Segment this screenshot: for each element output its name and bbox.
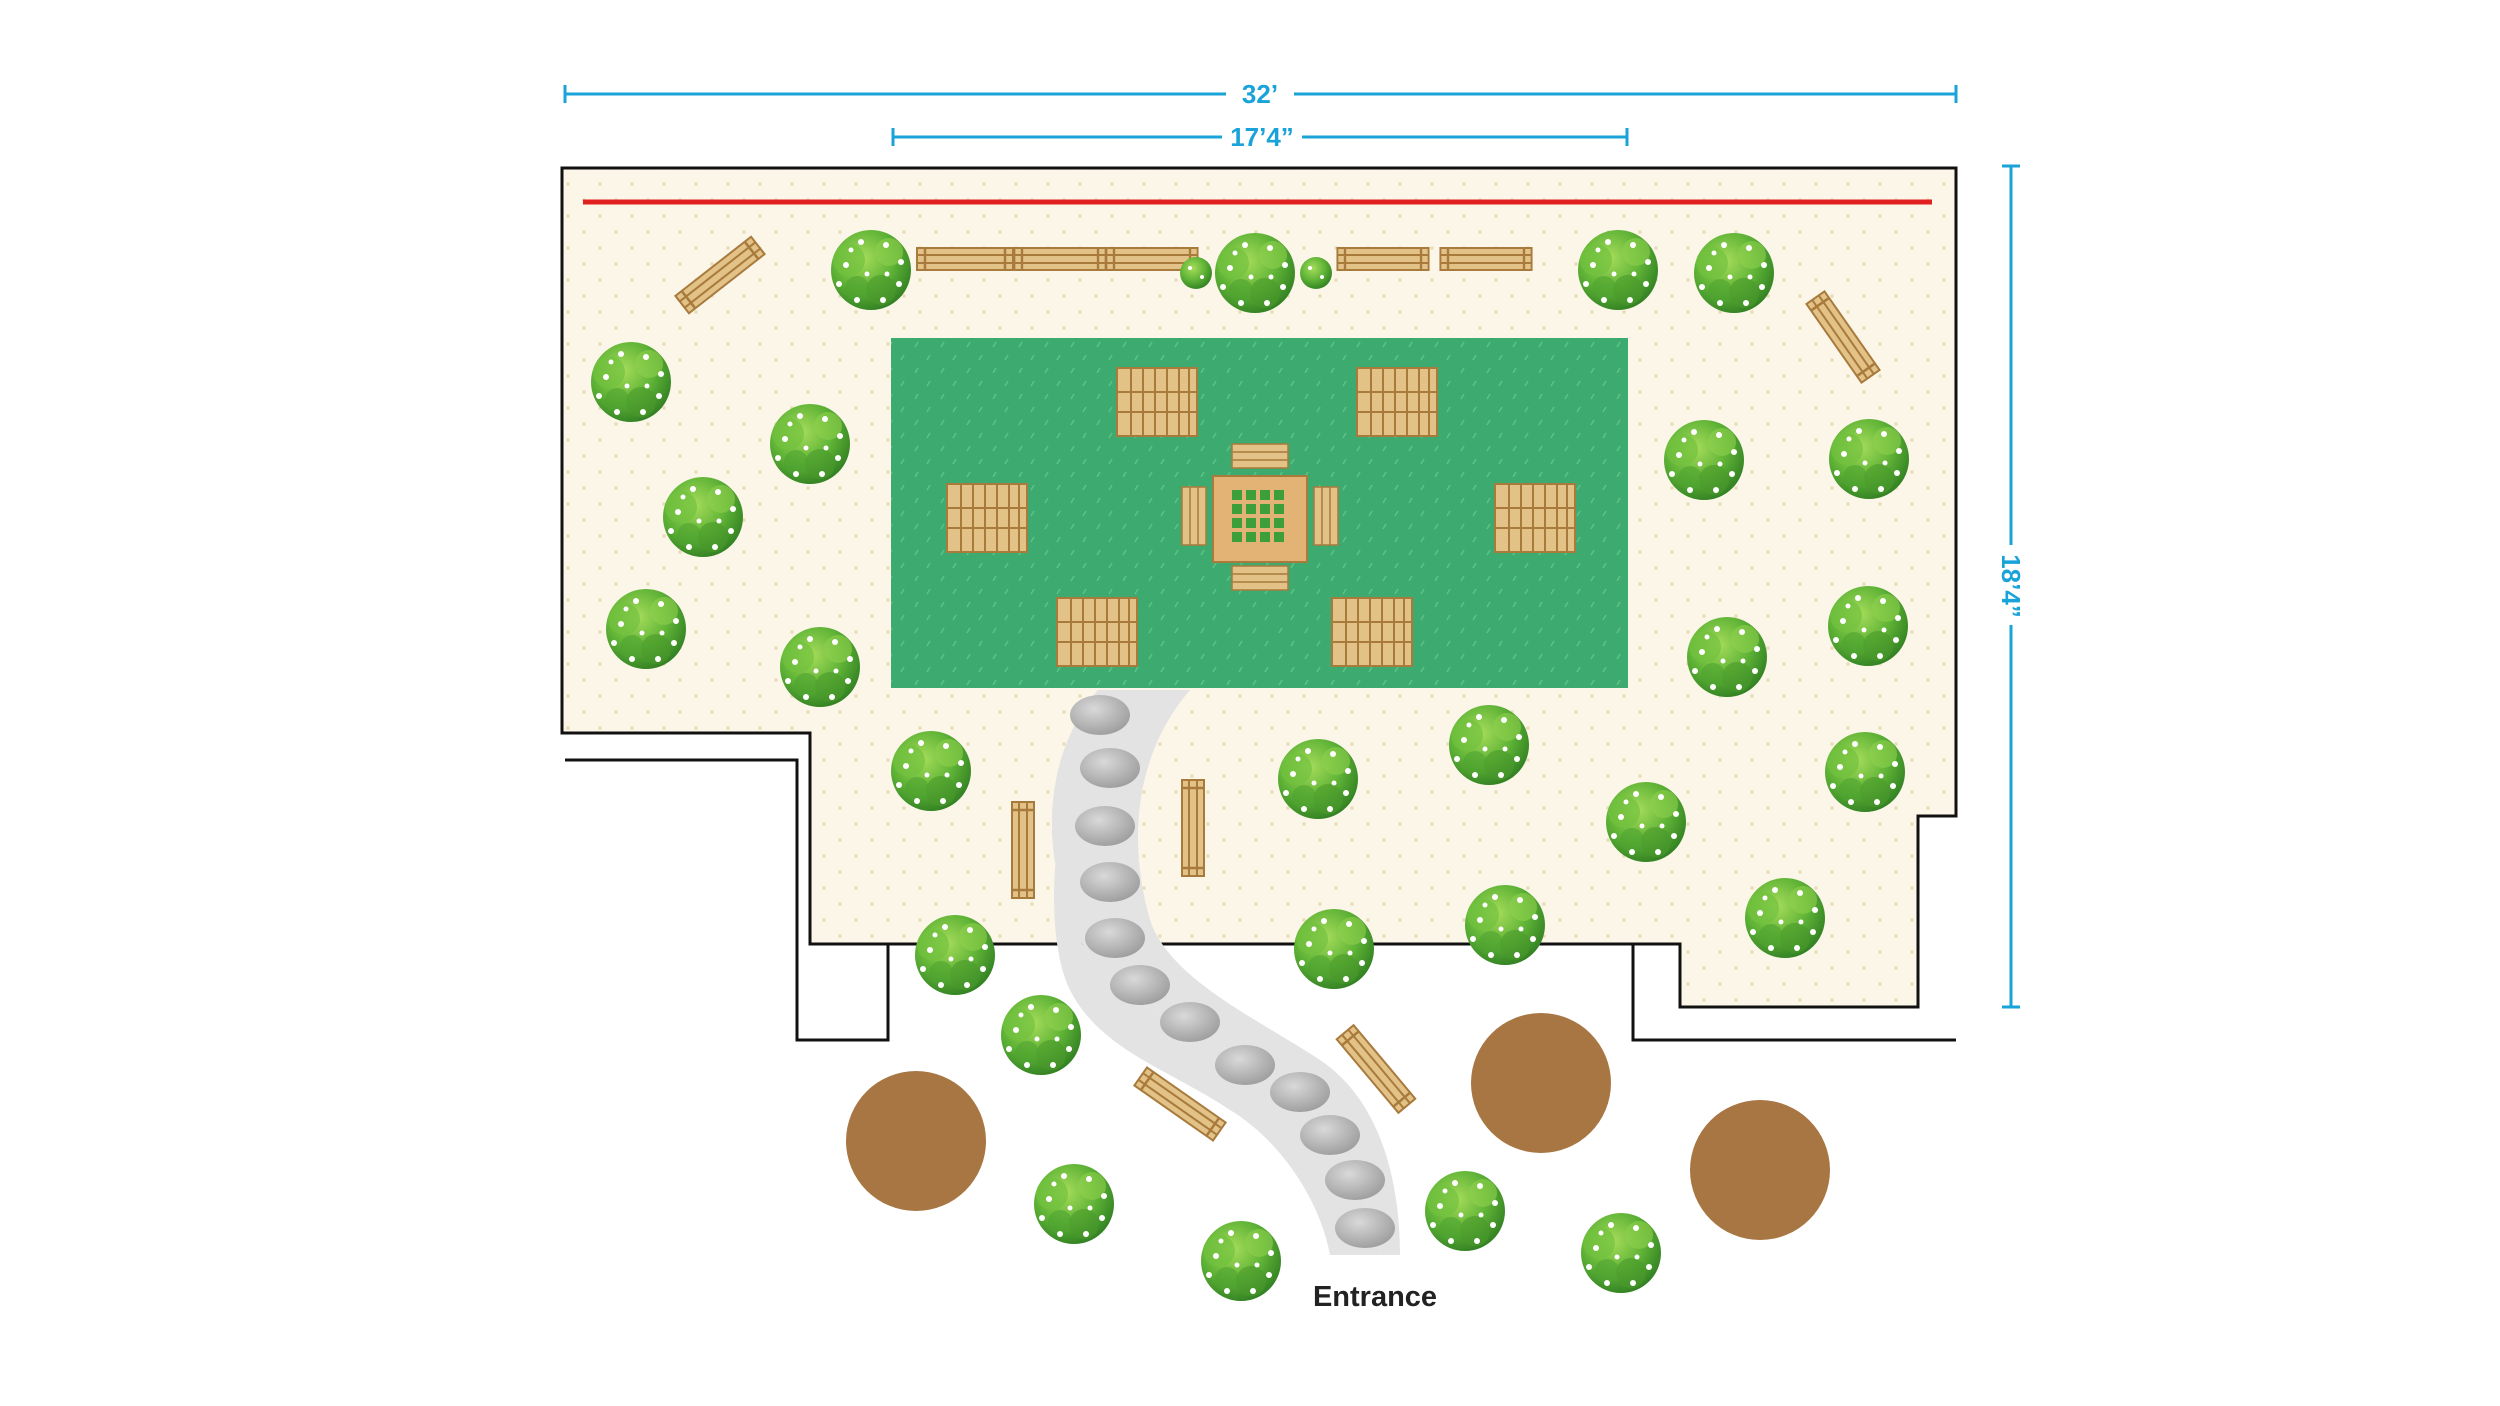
shrub-icon — [1034, 1164, 1114, 1244]
stepping-stone-icon — [1085, 918, 1145, 958]
shrub-icon — [831, 230, 911, 310]
stepping-stone-icon — [1325, 1160, 1385, 1200]
shrub-icon — [1825, 732, 1905, 812]
picnic-table-icon — [946, 483, 1028, 553]
shrub-icon — [1687, 617, 1767, 697]
bench-icon — [1439, 246, 1533, 272]
picnic-table-icon — [1056, 597, 1138, 667]
stepping-stone-icon — [1300, 1115, 1360, 1155]
dimension-overall-width: 32’ — [563, 79, 1958, 109]
shrub-icon — [1745, 878, 1825, 958]
shrub-icon — [1581, 1213, 1661, 1293]
shrub-icon — [1606, 782, 1686, 862]
small-shrub-icon — [1180, 257, 1212, 289]
shrub-icon — [1465, 885, 1545, 965]
shrub-icon — [1578, 230, 1658, 310]
shrub-icon — [663, 477, 743, 557]
shrub-icon — [591, 342, 671, 422]
small-shrub-icon — [1300, 257, 1332, 289]
shrub-icon — [1694, 233, 1774, 313]
stepping-stone-icon — [1070, 695, 1130, 735]
shrub-icon — [1294, 909, 1374, 989]
stepping-stone-icon — [1335, 1208, 1395, 1248]
shrub-icon — [1664, 420, 1744, 500]
shrub-icon — [891, 731, 971, 811]
shrub-icon — [606, 589, 686, 669]
stepping-stone-icon — [1110, 965, 1170, 1005]
bench-icon — [1013, 246, 1107, 272]
shrub-icon — [1278, 739, 1358, 819]
picnic-table-icon — [1356, 367, 1438, 437]
picnic-table-icon — [1331, 597, 1413, 667]
shrub-icon — [1829, 419, 1909, 499]
property-wall-lines — [565, 758, 1956, 1042]
lawn-width-label: 17’4” — [1230, 122, 1294, 152]
dimension-lawn-width: 17’4” — [891, 122, 1629, 152]
shrub-icon — [1425, 1171, 1505, 1251]
dimension-overall-depth: 18’4” — [1996, 164, 2026, 1009]
round-planter-icon — [1690, 1100, 1830, 1240]
stone-path — [1051, 690, 1400, 1255]
bench-icon — [1010, 800, 1036, 900]
overall-depth-label: 18’4” — [1996, 554, 2026, 618]
overall-width-label: 32’ — [1242, 79, 1278, 109]
picnic-table-icon — [1116, 367, 1198, 437]
stepping-stone-icon — [1075, 806, 1135, 846]
shrub-icon — [1201, 1221, 1281, 1301]
stepping-stone-icon — [1160, 1002, 1220, 1042]
shrub-icon — [1001, 995, 1081, 1075]
stepping-stone-icon — [1270, 1072, 1330, 1112]
raised-garden-bed-icon — [1181, 443, 1339, 591]
round-planter-icon — [846, 1071, 986, 1211]
stepping-stone-icon — [1215, 1045, 1275, 1085]
shrub-icon — [915, 915, 995, 995]
bench-icon — [1336, 246, 1430, 272]
shrub-icon — [780, 627, 860, 707]
shrub-icon — [1215, 233, 1295, 313]
stepping-stone-icon — [1080, 748, 1140, 788]
shrub-icon — [1828, 586, 1908, 666]
bench-icon — [915, 246, 1015, 272]
round-planter-icon — [1471, 1013, 1611, 1153]
shrub-icon — [770, 404, 850, 484]
bench-icon — [1180, 778, 1206, 878]
shrub-icon — [1449, 705, 1529, 785]
entrance-label: Entrance — [1313, 1281, 1437, 1313]
picnic-table-icon — [1494, 483, 1576, 553]
stepping-stone-icon — [1080, 862, 1140, 902]
